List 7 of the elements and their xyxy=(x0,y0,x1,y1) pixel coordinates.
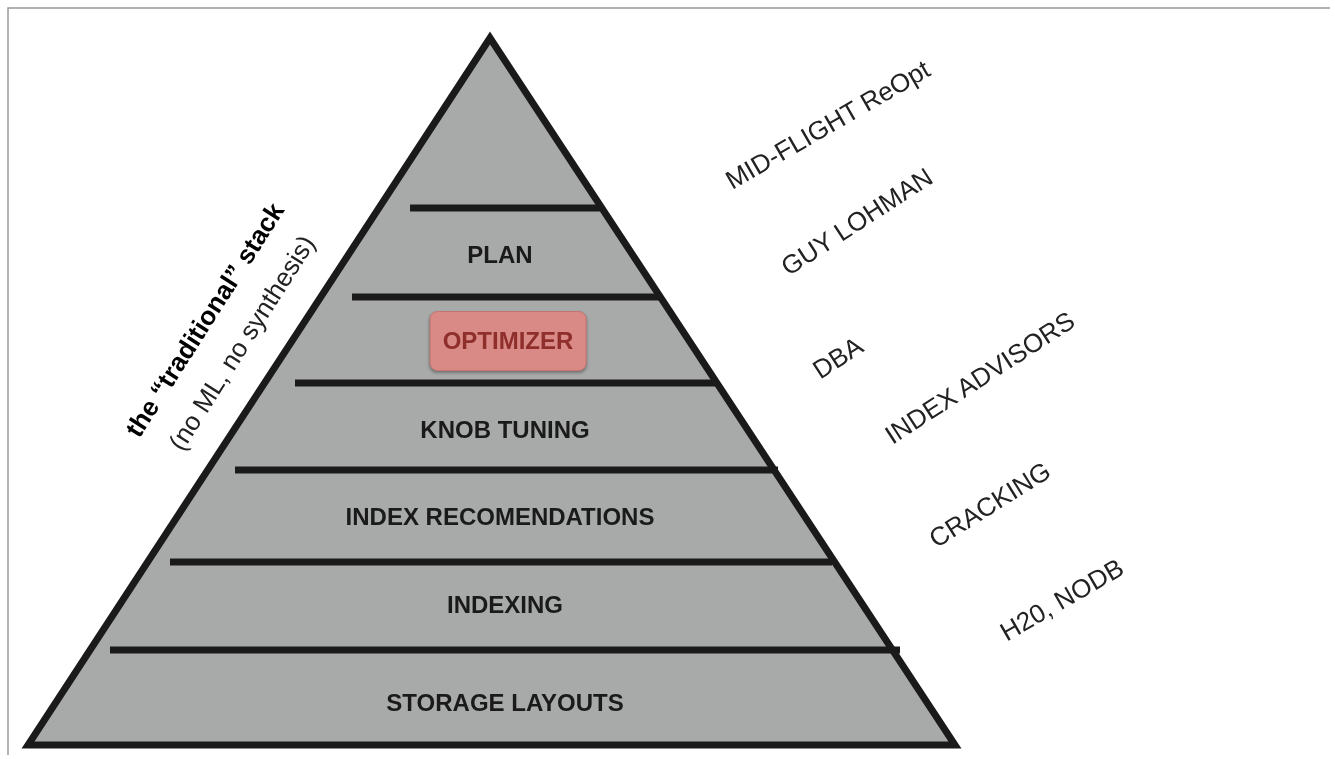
rotated-label: DBA xyxy=(807,330,869,386)
layer-label: INDEXING xyxy=(447,591,563,619)
layer-label: PLAN xyxy=(467,241,533,269)
highlight-box: OPTIMIZER xyxy=(429,311,587,371)
layer-label: STORAGE LAYOUTS xyxy=(386,689,624,717)
layer-label: INDEX RECOMENDATIONS xyxy=(345,503,655,531)
layer-label: KNOB TUNING xyxy=(420,416,590,444)
